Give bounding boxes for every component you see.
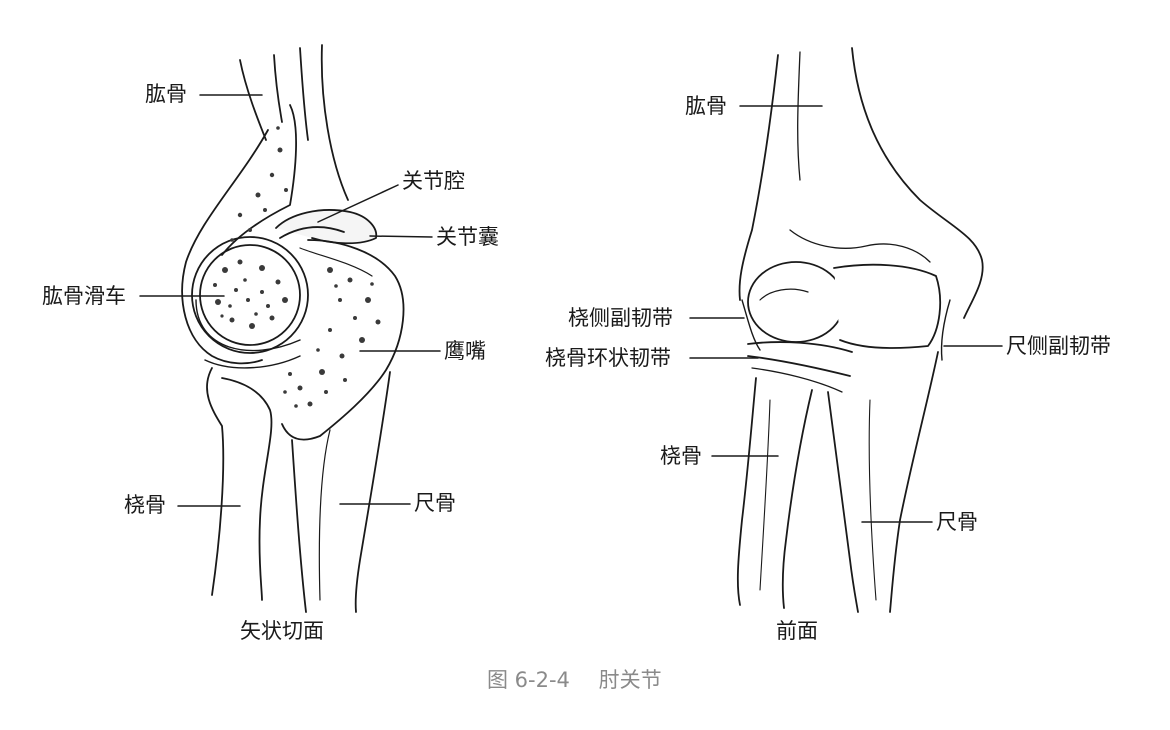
label-radius-right: 桡骨 bbox=[660, 444, 702, 468]
label-joint-cavity: 关节腔 bbox=[402, 169, 465, 193]
anterior-view-drawing bbox=[736, 47, 984, 613]
view-title-anterior: 前面 bbox=[776, 619, 818, 643]
label-ulna-left: 尺骨 bbox=[414, 491, 456, 515]
label-humerus-left: 肱骨 bbox=[145, 82, 187, 106]
label-annular-ligament: 桡骨环状韧带 bbox=[545, 346, 671, 370]
figure-caption: 图 6-2-4 肘关节 bbox=[487, 670, 662, 691]
label-trochlea: 肱骨滑车 bbox=[42, 284, 126, 308]
spongy-bone-trochlea bbox=[213, 259, 288, 329]
figure-number: 图 6-2-4 bbox=[487, 668, 570, 692]
label-olecranon: 鹰嘴 bbox=[444, 339, 486, 363]
spongy-bone-olecranon bbox=[283, 267, 381, 408]
label-radius-left: 桡骨 bbox=[124, 493, 166, 517]
leader-lines bbox=[139, 94, 1003, 523]
sagittal-section-drawing bbox=[181, 44, 405, 613]
label-humerus-right: 肱骨 bbox=[685, 94, 727, 118]
view-title-sagittal: 矢状切面 bbox=[240, 619, 324, 643]
label-ulnar-collateral-ligament: 尺侧副韧带 bbox=[1006, 334, 1111, 358]
label-radial-collateral-ligament: 桡侧副韧带 bbox=[568, 306, 673, 330]
label-ulna-right: 尺骨 bbox=[936, 510, 978, 534]
figure-title: 肘关节 bbox=[598, 668, 662, 692]
label-joint-capsule: 关节囊 bbox=[436, 225, 499, 249]
spongy-bone-humerus bbox=[230, 126, 288, 242]
